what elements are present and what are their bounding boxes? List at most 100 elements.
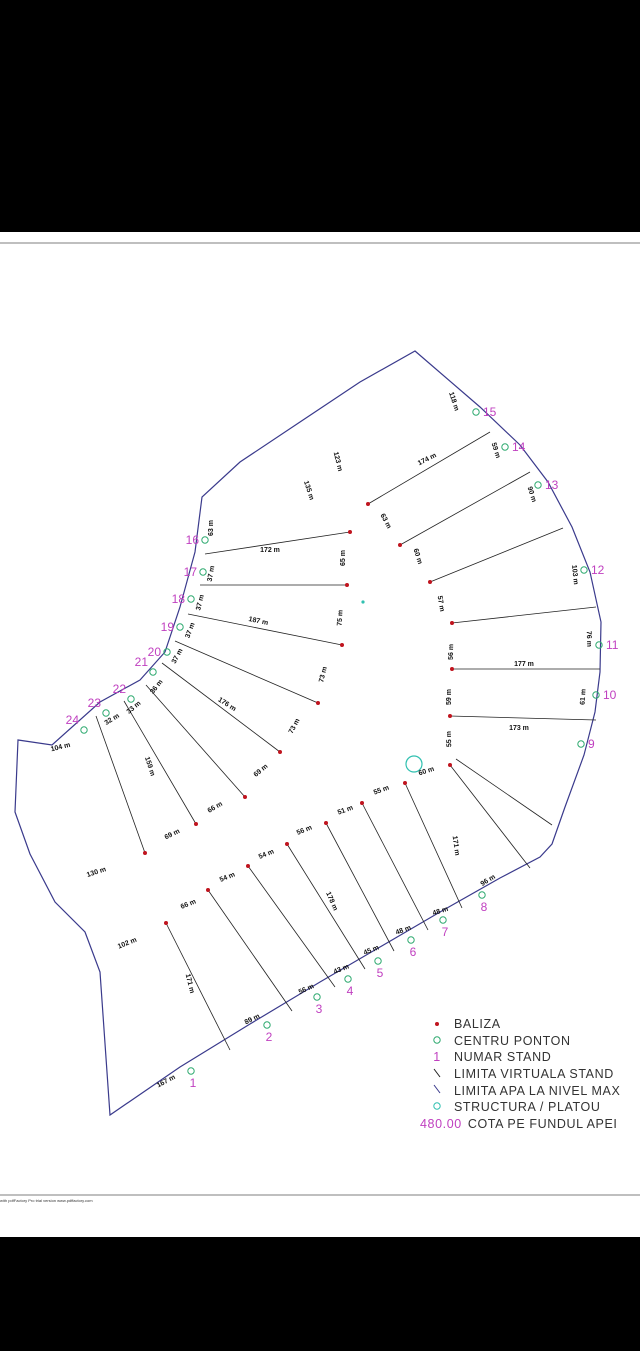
stand-number-7: 7 xyxy=(442,925,449,939)
top-black-bar xyxy=(0,0,640,232)
marina-map: 123456789101112131415161718192021222324 … xyxy=(0,242,640,1196)
stand-number-9: 9 xyxy=(588,737,595,751)
stand-number-13: 13 xyxy=(545,478,559,492)
legend-row-structura: STRUCTURA / PLATOU xyxy=(420,1099,640,1116)
dimension-label: 48 m xyxy=(395,925,412,937)
dimension-label: 96 m xyxy=(480,874,497,888)
dimension-label: 65 m xyxy=(340,550,347,566)
legend-row-cota: 480.00 COTA PE FUNDUL APEI xyxy=(420,1116,640,1133)
dimension-label: 173 m xyxy=(509,725,529,732)
dimension-label: 59 m xyxy=(446,689,453,705)
dimension-label: 187 m xyxy=(248,616,269,627)
stand-number-5: 5 xyxy=(377,966,384,980)
dimension-label: 69 m xyxy=(164,828,181,841)
dimension-label: 104 m xyxy=(50,742,71,754)
dimension-label: 159 m xyxy=(143,756,156,777)
stand-number-24: 24 xyxy=(66,713,80,727)
dimension-label: 69 m xyxy=(253,763,270,779)
legend-label: CENTRU PONTON xyxy=(454,1033,571,1048)
ponton-center-16 xyxy=(201,536,209,544)
ponton-center-3 xyxy=(313,993,321,1001)
legend-label: STRUCTURA / PLATOU xyxy=(454,1100,601,1115)
dimension-label: 57 m xyxy=(436,595,446,612)
legend-row-limita-virtuala: LIMITA VIRTUALA STAND xyxy=(420,1066,640,1083)
dimension-label: 171 m xyxy=(184,973,196,994)
dimension-label: 43 m xyxy=(333,963,350,975)
dimension-label: 55 m xyxy=(446,731,454,747)
stand-number-20: 20 xyxy=(148,645,162,659)
pdf-footer-note: with pdfFactory Pro trial version www.pd… xyxy=(0,1198,93,1203)
stand-number-11: 11 xyxy=(606,638,619,652)
dimension-label: 54 m xyxy=(258,848,275,860)
bottom-black-bar xyxy=(0,1237,640,1351)
dimension-label: 59 m xyxy=(490,442,502,459)
dimension-label: 56 m xyxy=(298,983,315,996)
stand-number-4: 4 xyxy=(347,984,354,998)
legend-row-centru: CENTRU PONTON xyxy=(420,1033,640,1050)
dimension-label: 177 m xyxy=(514,661,534,668)
ponton-center-9 xyxy=(577,740,585,748)
dimension-label: 89 m xyxy=(244,1013,261,1026)
stand-number-22: 22 xyxy=(113,682,127,696)
ponton-center-14 xyxy=(501,443,509,451)
ponton-center-7 xyxy=(439,916,447,924)
stand-number-1: 1 xyxy=(190,1076,197,1090)
baliza-markers xyxy=(143,502,454,925)
dimension-label: 54 m xyxy=(219,871,236,883)
stand-number-6: 6 xyxy=(410,945,417,959)
ponton-center-15 xyxy=(472,408,480,416)
water-boundary xyxy=(14,350,602,1117)
ponton-center-22 xyxy=(127,695,135,703)
stand-number-21: 21 xyxy=(135,655,149,669)
stand-number-14: 14 xyxy=(512,440,526,454)
dimension-label: 37 m xyxy=(195,594,206,611)
legend-label: LIMITA APA LA NIVEL MAX xyxy=(454,1083,621,1098)
stand-number-23: 23 xyxy=(88,696,102,710)
dimension-label: 37 m xyxy=(207,565,217,582)
dimension-label: 90 m xyxy=(526,486,538,503)
baliza-icon xyxy=(420,1017,454,1031)
dimension-label: 56 m xyxy=(448,644,456,660)
legend-label: NUMAR STAND xyxy=(454,1050,552,1065)
stand-number-icon: 1 xyxy=(433,1050,441,1065)
dimension-label: 36 m xyxy=(149,679,164,696)
dimension-label: 66 m xyxy=(207,801,224,815)
legend-label: BALIZA xyxy=(454,1017,501,1032)
virtual-stand-lines xyxy=(95,431,600,1051)
dimension-label: 103 m xyxy=(570,565,579,585)
dimension-label: 45 m xyxy=(363,944,380,956)
ponton-center-19 xyxy=(176,623,184,631)
ponton-center-21 xyxy=(149,668,157,676)
dimension-label: 51 m xyxy=(337,805,354,817)
stand-number-19: 19 xyxy=(161,620,175,634)
dimension-label: 102 m xyxy=(117,937,138,951)
ponton-center-icon xyxy=(420,1034,454,1048)
ponton-center-18 xyxy=(187,595,195,603)
dimension-label: 73 m xyxy=(318,666,329,683)
legend-row-numar: 1 NUMAR STAND xyxy=(420,1049,640,1066)
dimension-label: 63 m xyxy=(208,520,215,536)
ponton-center-12 xyxy=(580,566,588,574)
stand-number-16: 16 xyxy=(186,533,200,547)
platform-structure xyxy=(405,755,423,773)
structure-icon xyxy=(420,1100,454,1114)
legend-row-baliza: BALIZA xyxy=(420,1016,640,1033)
ponton-center-17 xyxy=(199,568,207,576)
dimension-label: 37 m xyxy=(171,648,185,665)
dimension-label: 118 m xyxy=(447,391,460,412)
dimension-label: 176 m xyxy=(217,696,238,712)
dimension-label: 123 m xyxy=(332,451,344,472)
ponton-center-2 xyxy=(263,1021,271,1029)
dimension-label: 33 m xyxy=(126,700,143,716)
stand-number-15: 15 xyxy=(483,405,497,419)
legend-label: COTA PE FUNDUL APEI xyxy=(467,1116,618,1131)
dimension-label: 55 m xyxy=(373,785,390,797)
dimension-label: 60 m xyxy=(412,548,424,565)
ponton-center-4 xyxy=(344,975,352,983)
dimension-label: 178 m xyxy=(324,891,338,912)
stand-number-8: 8 xyxy=(481,900,488,914)
dimension-label: 48 m xyxy=(432,906,449,918)
